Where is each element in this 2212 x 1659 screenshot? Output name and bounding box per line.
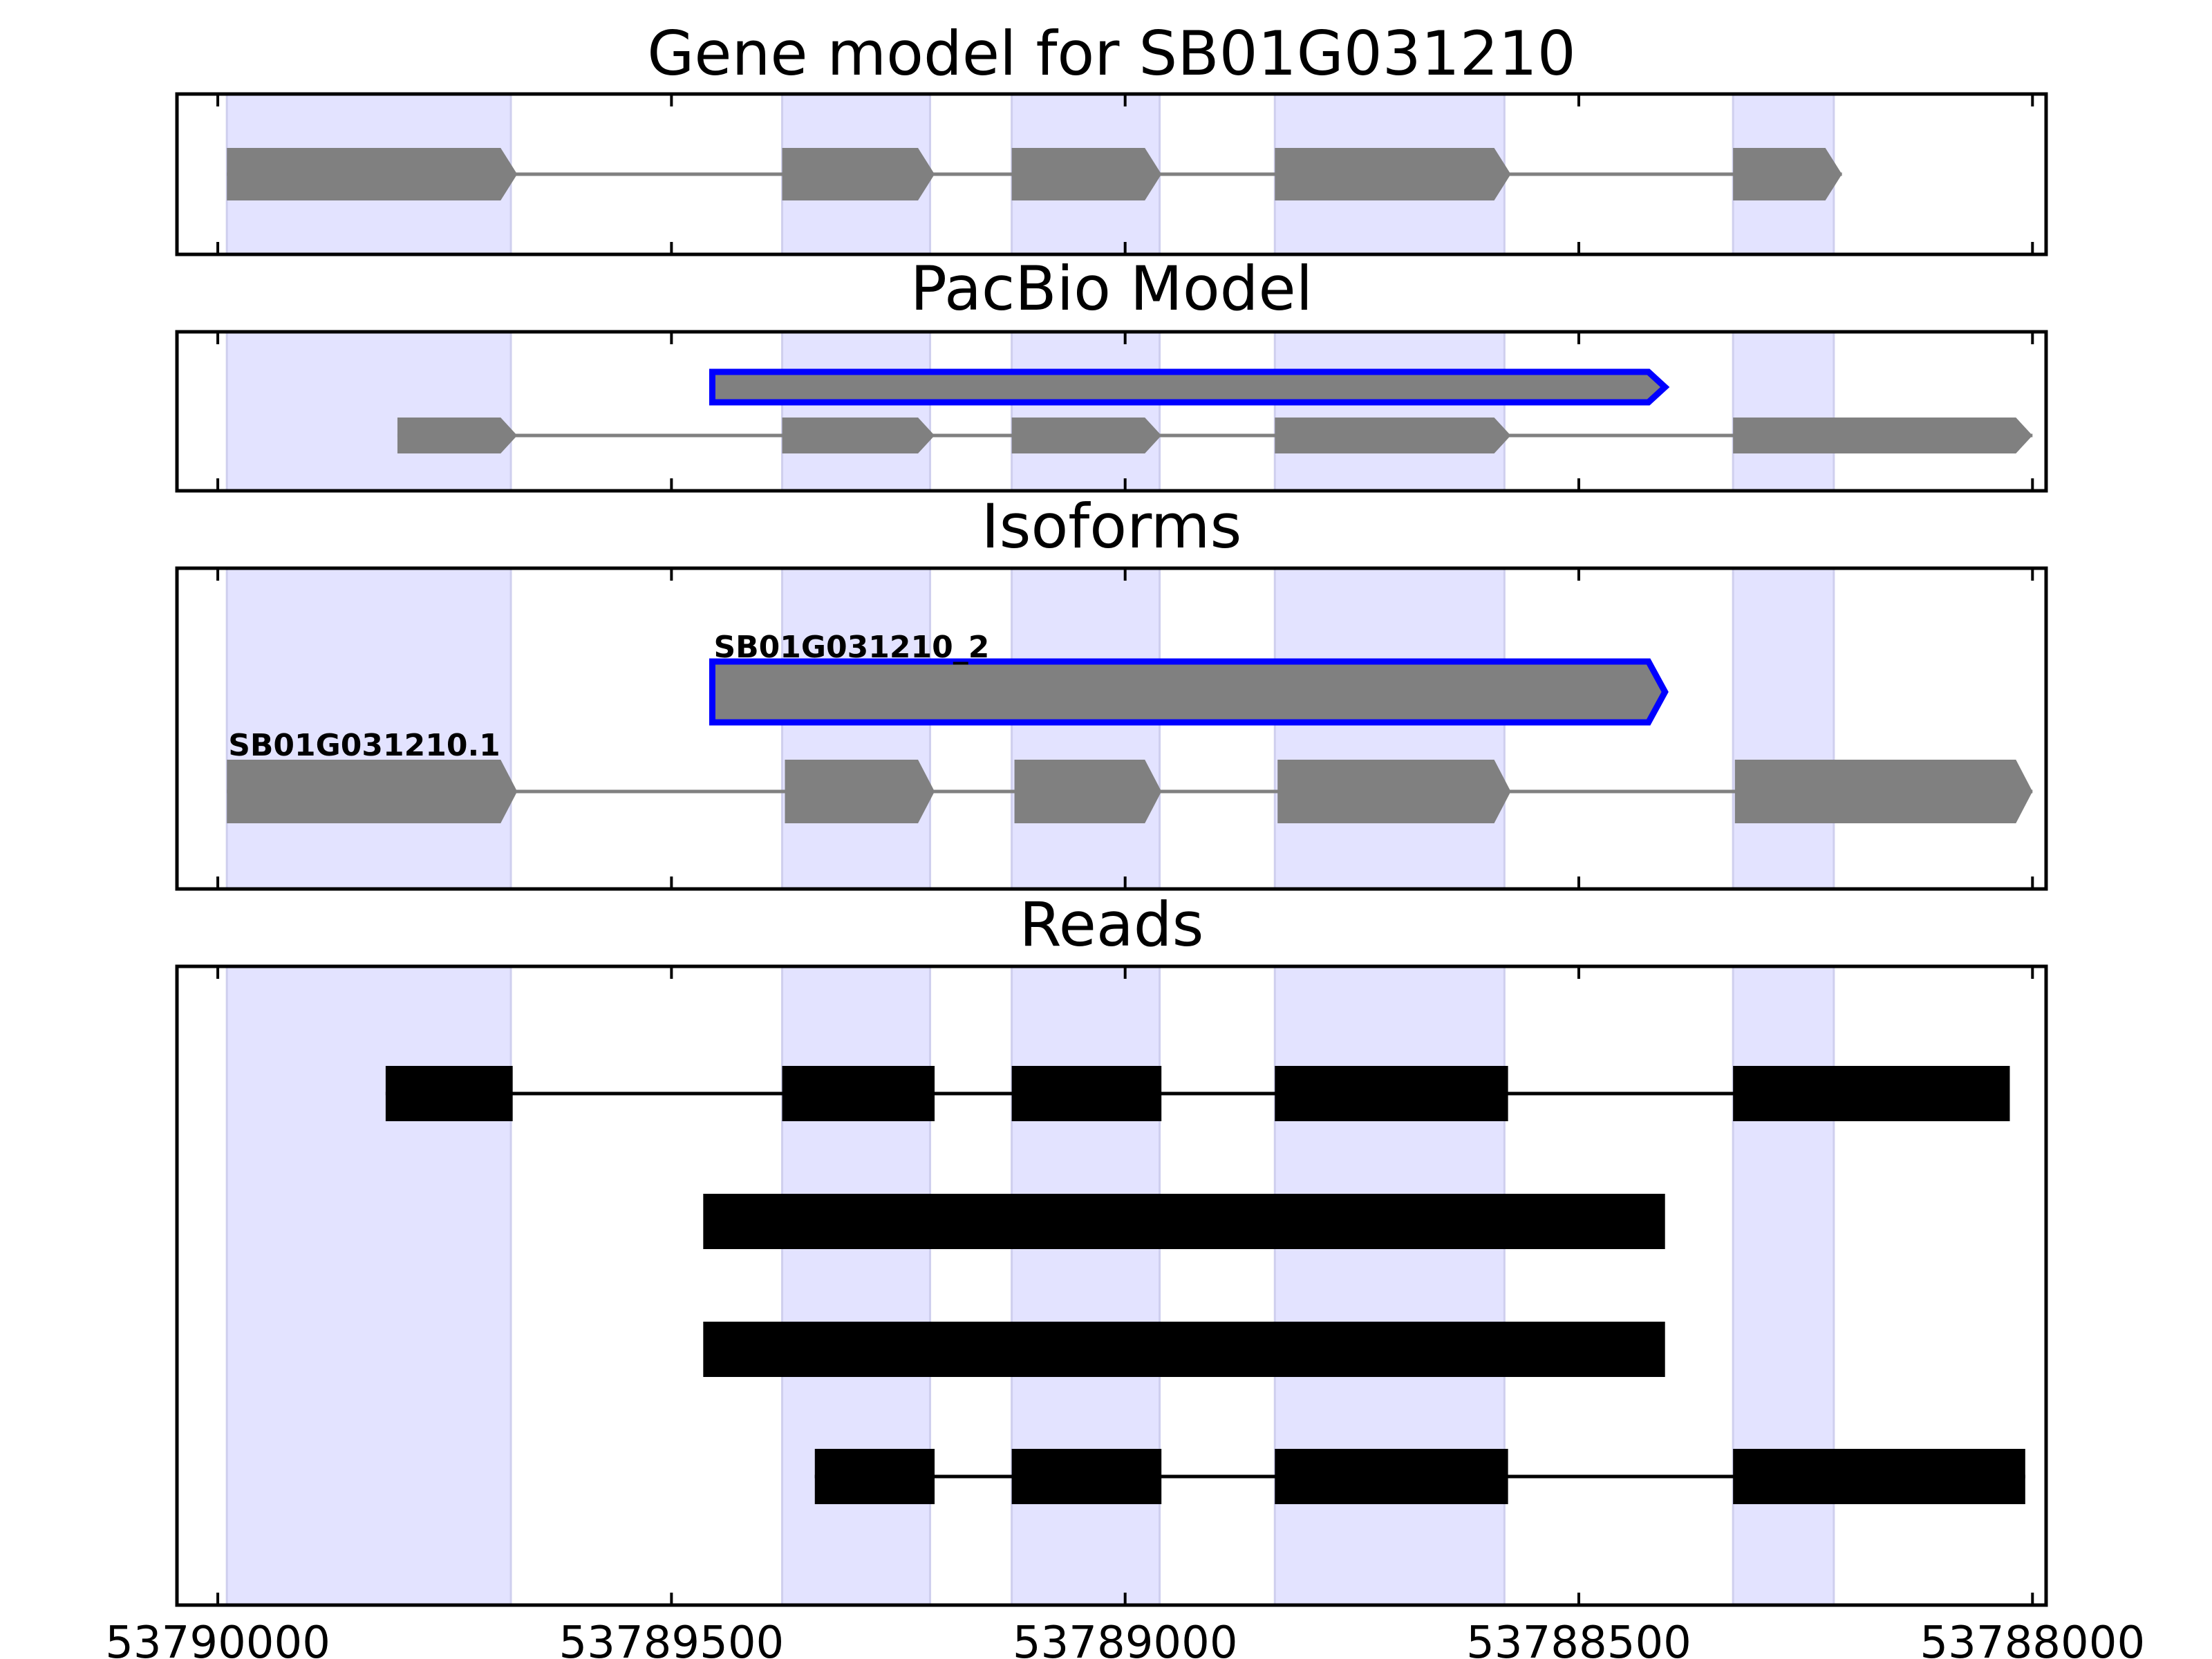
x-tick-label: 53788500: [1466, 1618, 1691, 1659]
read-block: [1011, 1449, 1162, 1504]
highlight-region: [1732, 330, 1835, 492]
highlight-region: [781, 567, 931, 890]
panel-4: Reads: [175, 889, 2048, 1607]
exon: [227, 148, 518, 200]
panel-frame: [175, 330, 2048, 493]
exon: [1011, 418, 1162, 453]
x-tick-label: 53790000: [105, 1618, 330, 1659]
panel-title: PacBio Model: [910, 253, 1313, 324]
read-block: [814, 1449, 935, 1504]
read-block: [1733, 1449, 2025, 1504]
read-block: [703, 1322, 1665, 1377]
highlight-region: [225, 567, 512, 890]
exon: [1733, 148, 1842, 200]
panel-frame: [175, 964, 2048, 1607]
panel-frame: [175, 92, 2048, 256]
highlighted-exon: [709, 368, 1670, 406]
read-block: [1733, 1066, 2010, 1121]
x-tick-label: 53789000: [1013, 1618, 1238, 1659]
isoform-label: SB01G031210_2: [713, 630, 989, 665]
highlight-region: [1732, 567, 1835, 890]
panel-2: PacBio Model: [175, 253, 2048, 493]
panel-title: Isoforms: [982, 491, 1242, 562]
exon: [1275, 418, 1511, 453]
highlight-region: [781, 330, 931, 492]
read-block: [782, 1066, 935, 1121]
exon: [785, 760, 935, 823]
panel-title: Gene model for SB01G031210: [647, 18, 1576, 89]
x-tick-label: 53788000: [1920, 1618, 2145, 1659]
read-block: [1275, 1449, 1508, 1504]
highlight-region: [1011, 330, 1161, 492]
exon: [782, 148, 935, 200]
exon: [397, 418, 518, 453]
read-block: [703, 1194, 1665, 1249]
highlight-region: [1011, 567, 1161, 890]
panel-frame: [175, 566, 2048, 891]
exon: [1277, 760, 1511, 823]
highlight-region: [1273, 330, 1506, 492]
exon: [1734, 760, 2033, 823]
read-block: [1011, 1066, 1162, 1121]
highlight-region: [1732, 965, 1835, 1606]
panel-1: Gene model for SB01G031210: [175, 18, 2048, 256]
highlight-region: [225, 965, 512, 1606]
exon: [1733, 418, 2033, 453]
read-block: [385, 1066, 513, 1121]
highlight-region: [1011, 965, 1161, 1606]
highlight-region: [1273, 567, 1506, 890]
exon: [1011, 148, 1162, 200]
exon: [1014, 760, 1162, 823]
x-tick-label: 53789500: [559, 1618, 785, 1659]
panel-title: Reads: [1020, 889, 1204, 960]
isoform-label: SB01G031210.1: [228, 728, 500, 763]
highlight-region: [225, 330, 512, 492]
highlighted-exon: [709, 658, 1669, 726]
highlight-region: [1273, 965, 1506, 1606]
highlight-region: [781, 965, 931, 1606]
read-block: [1275, 1066, 1508, 1121]
exon: [782, 418, 935, 453]
exon: [227, 760, 518, 823]
exon: [1275, 148, 1511, 200]
